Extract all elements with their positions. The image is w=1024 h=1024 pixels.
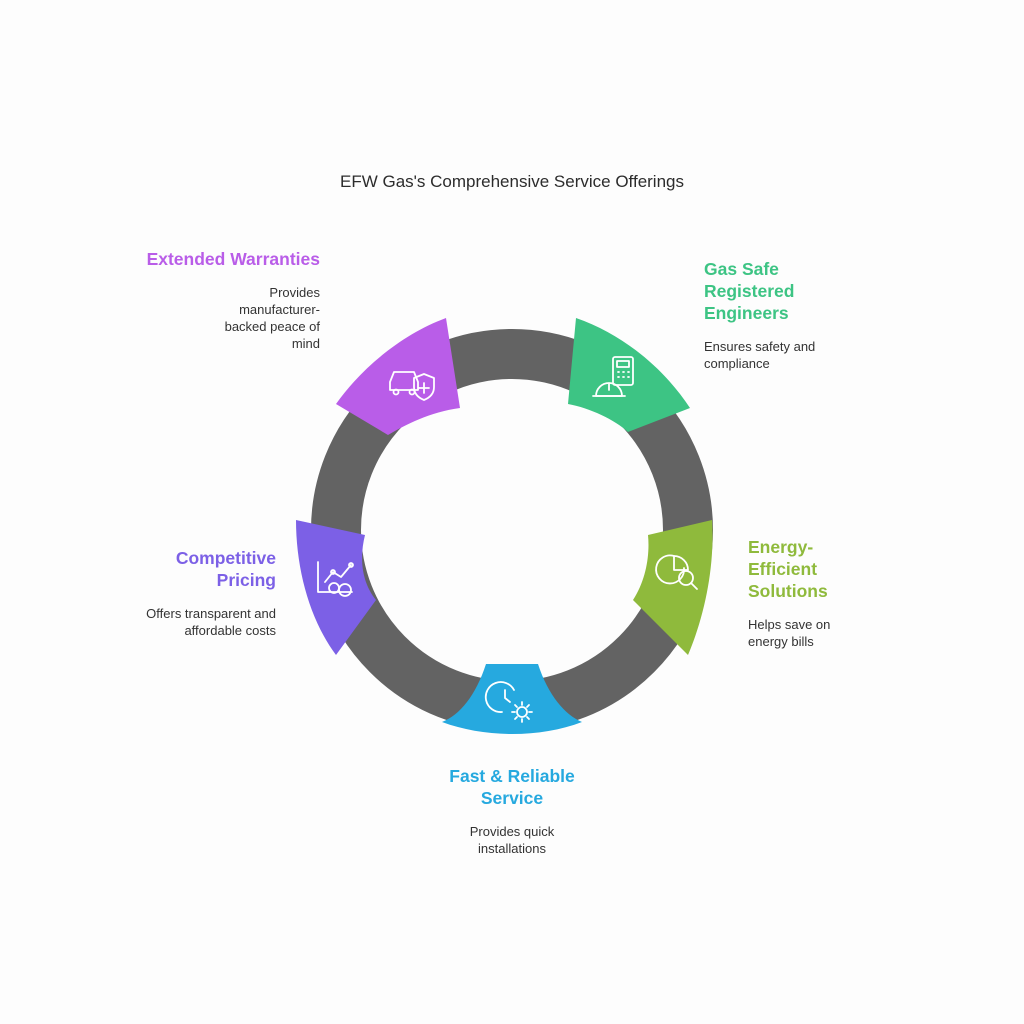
price-chart-icon bbox=[317, 561, 354, 597]
service-description: Provides quick installations bbox=[469, 824, 555, 856]
diagram-title: EFW Gas's Comprehensive Service Offering… bbox=[340, 172, 684, 191]
service-heading: Fast & Reliable Service bbox=[449, 766, 575, 808]
pricing-label: Competitive Pricing Offers transparent a… bbox=[86, 547, 276, 639]
energy-heading: Energy-Efficient Solutions bbox=[748, 537, 828, 601]
segment-warranty bbox=[336, 318, 460, 435]
energy-description: Helps save on energy bills bbox=[748, 617, 831, 649]
gas-safe-heading: Gas Safe Registered Engineers bbox=[704, 259, 795, 323]
car-shield-icon bbox=[389, 371, 435, 401]
warranty-heading: Extended Warranties bbox=[146, 249, 320, 269]
warranty-label: Extended Warranties Provides manufacture… bbox=[130, 248, 320, 352]
pricing-heading: Competitive Pricing bbox=[175, 548, 276, 590]
gas-safe-description: Ensures safety and compliance bbox=[704, 339, 816, 371]
engineer-calculator-icon bbox=[592, 356, 634, 397]
service-label: Fast & Reliable Service Provides quick i… bbox=[417, 765, 607, 857]
warranty-description: Provides manufacturer-backed peace of mi… bbox=[224, 285, 320, 351]
chart-magnifier-icon bbox=[655, 554, 698, 590]
clock-gear-icon bbox=[484, 681, 533, 723]
segment-gas-safe bbox=[568, 318, 690, 432]
segment-pricing bbox=[296, 520, 376, 655]
energy-label: Energy-Efficient Solutions Helps save on… bbox=[748, 536, 938, 650]
segment-service bbox=[442, 664, 582, 734]
segment-energy bbox=[633, 520, 713, 655]
pricing-description: Offers transparent and affordable costs bbox=[146, 606, 276, 638]
gas-safe-label: Gas Safe Registered Engineers Ensures sa… bbox=[704, 258, 894, 372]
